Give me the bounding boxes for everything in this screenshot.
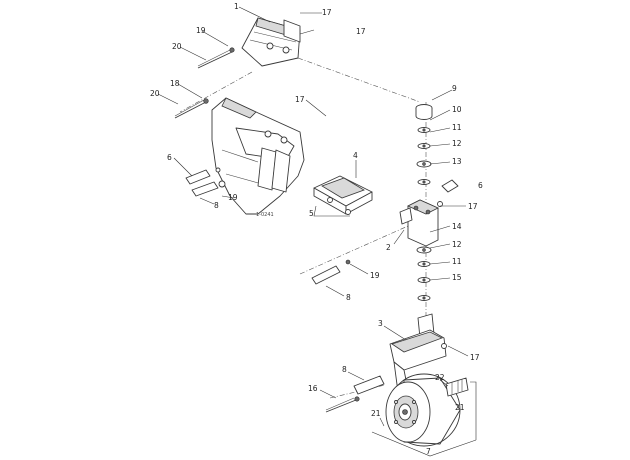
- upper-washer-stack: [415, 104, 433, 185]
- callout-17: 17: [470, 353, 480, 362]
- leader-lines: [157, 6, 469, 427]
- dimension-lines: [313, 205, 477, 457]
- callout-1: 1: [234, 2, 239, 11]
- callout-11: 11: [452, 257, 462, 266]
- pin-8-right: [441, 179, 459, 193]
- callout-6: 6: [478, 181, 483, 190]
- callout-8: 8: [214, 201, 219, 210]
- callout-5: 5: [309, 209, 314, 218]
- caster-wheel: [385, 373, 461, 447]
- callout-19: 19: [196, 26, 206, 35]
- callout-19: 19: [228, 193, 238, 202]
- callout-22: 22: [435, 373, 445, 382]
- callout-21: 21: [371, 409, 381, 418]
- lower-washer-stack: [416, 246, 432, 301]
- callout-20: 20: [150, 89, 160, 98]
- callout-2: 2: [386, 243, 391, 252]
- caster-fork: [389, 313, 447, 393]
- callout-19: 19: [370, 271, 380, 280]
- frame-side-bracket: [211, 97, 305, 215]
- pin-8-middle: [311, 259, 351, 285]
- callout-10: 10: [452, 105, 462, 114]
- bolt-20-top: [197, 47, 235, 69]
- callout-11: 11: [452, 123, 462, 132]
- callout-14: 14: [452, 222, 462, 231]
- callout-18: 18: [170, 79, 180, 88]
- callout-8: 8: [346, 293, 351, 302]
- upper-support-bracket: [241, 17, 301, 67]
- callout-16: 16: [308, 384, 318, 393]
- callout-20: 20: [172, 42, 182, 51]
- callout-15: 15: [452, 273, 462, 282]
- callout-12: 12: [452, 240, 462, 249]
- axle-bolt-16: [325, 396, 360, 413]
- callout-9: 9: [452, 84, 457, 93]
- callout-8: 8: [342, 365, 347, 374]
- callout-17: 17: [356, 27, 366, 36]
- callout-6: 6: [167, 153, 172, 162]
- swivel-housing: [399, 199, 443, 247]
- callout-3: 3: [378, 319, 383, 328]
- bolt-20-mid: [174, 98, 209, 119]
- callout-17: 17: [295, 95, 305, 104]
- callout-13: 13: [452, 157, 462, 166]
- mount-block-4: [313, 175, 373, 215]
- part-code: 1-0241: [256, 212, 274, 218]
- pin-6-left: [185, 169, 219, 197]
- callout-7: 7: [426, 447, 431, 456]
- callout-labels: 1 17 17 19 20 18 20 17 9 10 11 12 13 4 6…: [150, 2, 483, 456]
- callout-4: 4: [353, 151, 358, 160]
- bearing-22: [445, 377, 469, 397]
- callout-12: 12: [452, 139, 462, 148]
- callout-17: 17: [468, 202, 478, 211]
- spacer-8-wheel: [353, 375, 385, 395]
- callout-21: 21: [455, 403, 465, 412]
- callout-17: 17: [322, 8, 332, 17]
